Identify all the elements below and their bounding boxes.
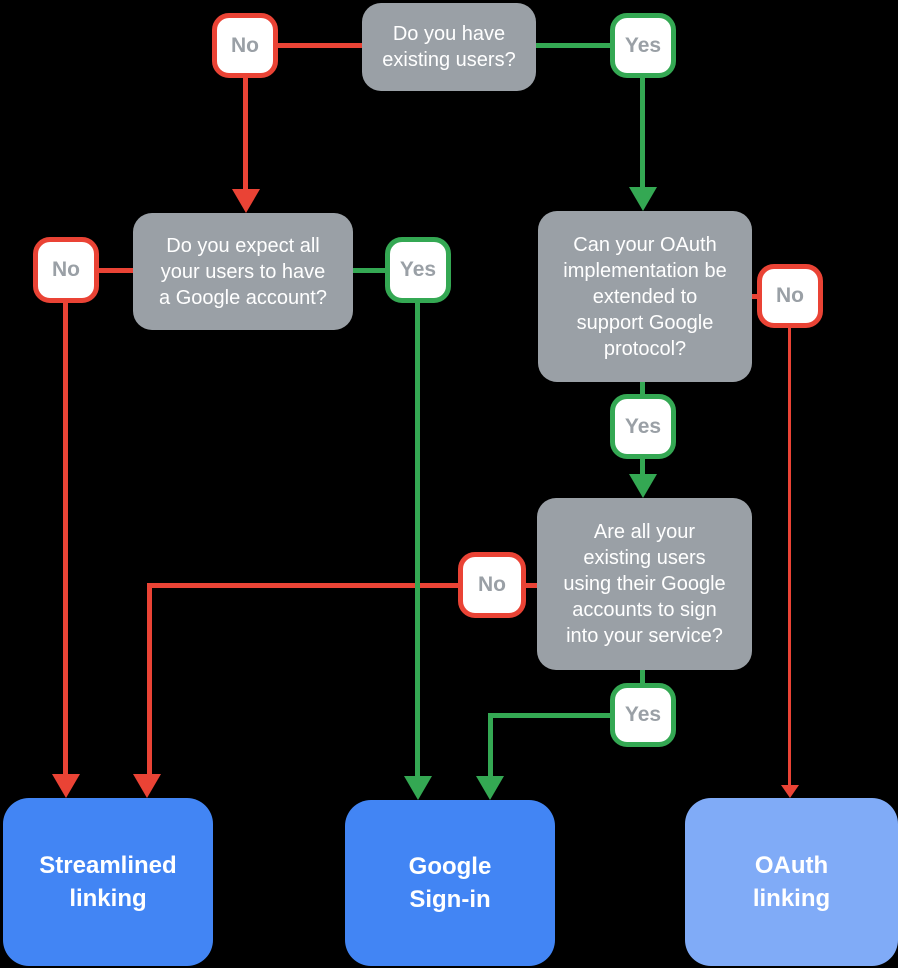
connector-yes4-vertical (488, 713, 493, 776)
badge-yes-users-google-signin: Yes (610, 683, 676, 747)
question-expect-google-account-text: Do you expect all your users to have a G… (159, 234, 327, 309)
question-users-google-signin: Are all your existing users using their … (537, 498, 752, 670)
connector-no2-horizontal (95, 268, 140, 273)
badge-yes-existing-users: Yes (610, 13, 676, 78)
arrowhead-streamlined-right-icon (133, 774, 161, 798)
badge-no-label: No (776, 284, 804, 307)
connector-no4-vertical (147, 583, 152, 774)
arrowhead-streamlined-left-icon (52, 774, 80, 798)
question-oauth-extended-text: Can your OAuth implementation be extende… (563, 233, 727, 360)
connector-no1-horizontal (272, 43, 364, 48)
badge-yes-label: Yes (624, 414, 662, 438)
arrowhead-into-q4-icon (629, 474, 657, 498)
connector-no4-to-question (522, 583, 540, 588)
connector-no2-vertical (63, 295, 68, 774)
arrowhead-signin-right-icon (476, 776, 504, 800)
connector-no3-vertical (788, 320, 791, 785)
connector-yes3-to-q4 (640, 455, 645, 474)
connector-no3-horizontal (748, 294, 760, 299)
badge-yes-label: Yes (624, 703, 662, 726)
connector-yes4-horizontal (488, 713, 615, 718)
outcome-google-signin-text: Google Sign-in (408, 853, 492, 913)
connector-yes2-vertical (415, 295, 420, 776)
question-oauth-extended: Can your OAuth implementation be extende… (538, 211, 752, 382)
question-existing-users: Do you have existing users? (362, 3, 536, 91)
badge-yes-oauth-extended: Yes (610, 394, 676, 459)
outcome-google-signin: Google Sign-in (345, 800, 555, 966)
badge-yes-label: Yes (399, 258, 437, 281)
connector-q3-to-yes3 (640, 375, 645, 400)
question-users-google-signin-text: Are all your existing users using their … (563, 521, 726, 647)
question-existing-users-text: Do you have existing users? (382, 23, 516, 71)
outcome-oauth-linking: OAuth linking (685, 798, 898, 966)
arrowhead-into-q2-icon (232, 189, 260, 213)
connector-yes2-horizontal (350, 268, 390, 273)
badge-no-existing-users: No (212, 13, 278, 78)
outcome-streamlined-linking: Streamlined linking (3, 798, 213, 966)
badge-no-oauth-extended: No (757, 264, 823, 328)
badge-no-label: No (231, 33, 259, 57)
badge-no-label: No (478, 573, 506, 596)
badge-yes-expect-google: Yes (385, 237, 451, 303)
outcome-oauth-linking-text: OAuth linking (752, 852, 831, 912)
connector-yes1-vertical (640, 70, 645, 187)
connector-q4-to-yes4 (640, 663, 645, 688)
connector-no1-vertical (243, 70, 248, 189)
arrowhead-oauth-linking-icon (781, 785, 799, 798)
arrowhead-into-q3-icon (629, 187, 657, 211)
badge-no-expect-google: No (33, 237, 99, 303)
badge-no-users-google-signin: No (458, 552, 526, 618)
arrowhead-signin-left-icon (404, 776, 432, 800)
badge-yes-label: Yes (624, 33, 662, 57)
badge-no-label: No (52, 258, 80, 281)
question-expect-google-account: Do you expect all your users to have a G… (133, 213, 353, 330)
connector-yes1-horizontal (535, 43, 615, 48)
connector-no4-horizontal (147, 583, 458, 588)
outcome-streamlined-linking-text: Streamlined linking (39, 852, 177, 912)
